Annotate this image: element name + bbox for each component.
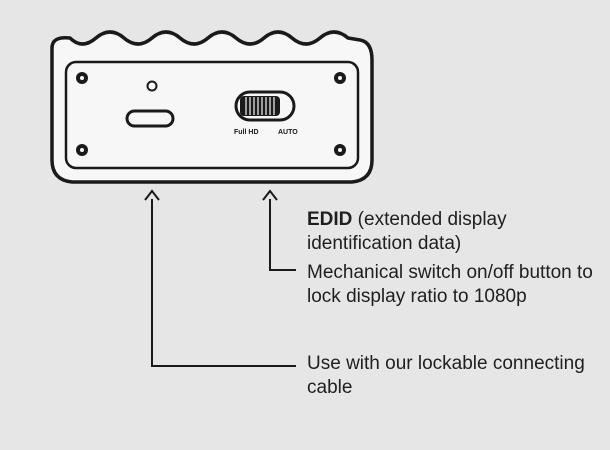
edid-switch — [234, 90, 296, 122]
screw-bottom-left — [76, 144, 88, 156]
screw-bottom-right — [334, 144, 346, 156]
usb-c-port — [125, 109, 175, 128]
switch-caption: Mechanical switch on/off button to lock … — [307, 262, 593, 307]
screw-top-left — [76, 72, 88, 84]
switch-label-full-hd: Full HD — [234, 129, 259, 136]
switch-pointer-arrow — [262, 189, 296, 271]
cable-caption: Use with our lockable connecting cable — [307, 353, 585, 398]
led-indicator — [146, 80, 158, 92]
cable-pointer-arrow — [144, 189, 296, 367]
edid-title: EDID — [307, 209, 353, 230]
edid-caption: EDID (extended display identification da… — [307, 208, 602, 256]
edid-description: (extended display identification data) — [307, 209, 507, 254]
face-plate — [64, 60, 360, 170]
screw-top-right — [334, 72, 346, 84]
switch-label-auto: AUTO — [278, 129, 298, 136]
